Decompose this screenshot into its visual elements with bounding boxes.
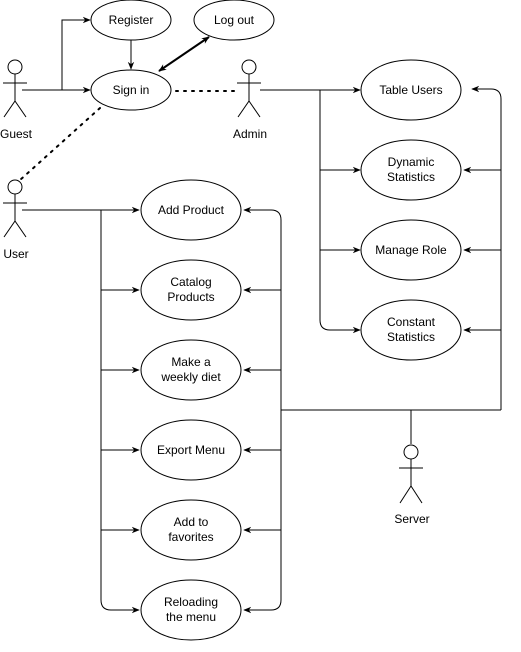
use-case-reloading-menu-line2: the menu (166, 610, 216, 624)
stick-figure-icon (3, 179, 27, 238)
use-case-add-product-label: Add Product (158, 203, 225, 217)
stick-figure-icon (237, 59, 261, 118)
use-case-constant-statistics-line2: Statistics (387, 330, 435, 344)
use-case-add-product[interactable]: Add Product (140, 179, 242, 241)
actor-server-label: Server (394, 512, 429, 526)
use-case-table-users-label: Table Users (379, 83, 442, 97)
stick-figure-icon (399, 444, 423, 504)
use-case-catalog-products[interactable]: Catalog Products (140, 259, 242, 321)
use-case-export-menu-label: Export Menu (157, 443, 225, 457)
use-case-sign-in[interactable]: Sign in (90, 69, 172, 111)
use-case-export-menu[interactable]: Export Menu (140, 419, 242, 481)
actor-guest[interactable]: Guest (0, 59, 33, 141)
actor-guest-label: Guest (0, 127, 33, 141)
use-case-add-to-favorites[interactable]: Add to favorites (140, 499, 242, 561)
use-case-manage-role[interactable]: Manage Role (360, 219, 462, 281)
actor-user-label: User (3, 247, 28, 261)
use-case-make-weekly-diet[interactable]: Make a weekly diet (140, 339, 242, 401)
use-case-sign-in-label: Sign in (113, 83, 150, 97)
use-case-constant-statistics[interactable]: Constant Statistics (360, 299, 462, 361)
use-case-reloading-menu[interactable]: Reloading the menu (140, 579, 242, 641)
use-case-add-to-favorites-line1: Add to (174, 515, 209, 529)
use-case-make-weekly-diet-line1: Make a (171, 355, 211, 369)
use-case-reloading-menu-line1: Reloading (164, 595, 218, 609)
use-case-catalog-products-line1: Catalog (170, 275, 211, 289)
use-case-manage-role-label: Manage Role (375, 243, 447, 257)
use-case-dynamic-statistics-line1: Dynamic (388, 155, 435, 169)
actor-server[interactable]: Server (394, 444, 430, 526)
use-case-table-users[interactable]: Table Users (360, 59, 462, 121)
use-case-dynamic-statistics-line2: Statistics (387, 170, 435, 184)
use-case-dynamic-statistics[interactable]: Dynamic Statistics (360, 139, 462, 201)
actor-user[interactable]: User (3, 179, 29, 261)
stick-figure-icon (3, 59, 27, 118)
actor-admin[interactable]: Admin (233, 59, 267, 141)
use-case-log-out-label: Log out (214, 13, 255, 27)
use-case-register-label: Register (109, 13, 154, 27)
use-case-catalog-products-line2: Products (167, 290, 214, 304)
connectors (19, 16, 502, 614)
use-case-constant-statistics-line1: Constant (387, 315, 436, 329)
actor-admin-label: Admin (233, 127, 267, 141)
use-case-log-out[interactable]: Log out (193, 0, 275, 41)
use-case-add-to-favorites-line2: favorites (168, 530, 213, 544)
use-case-register[interactable]: Register (90, 0, 172, 41)
use-case-make-weekly-diet-line2: weekly diet (160, 370, 221, 384)
